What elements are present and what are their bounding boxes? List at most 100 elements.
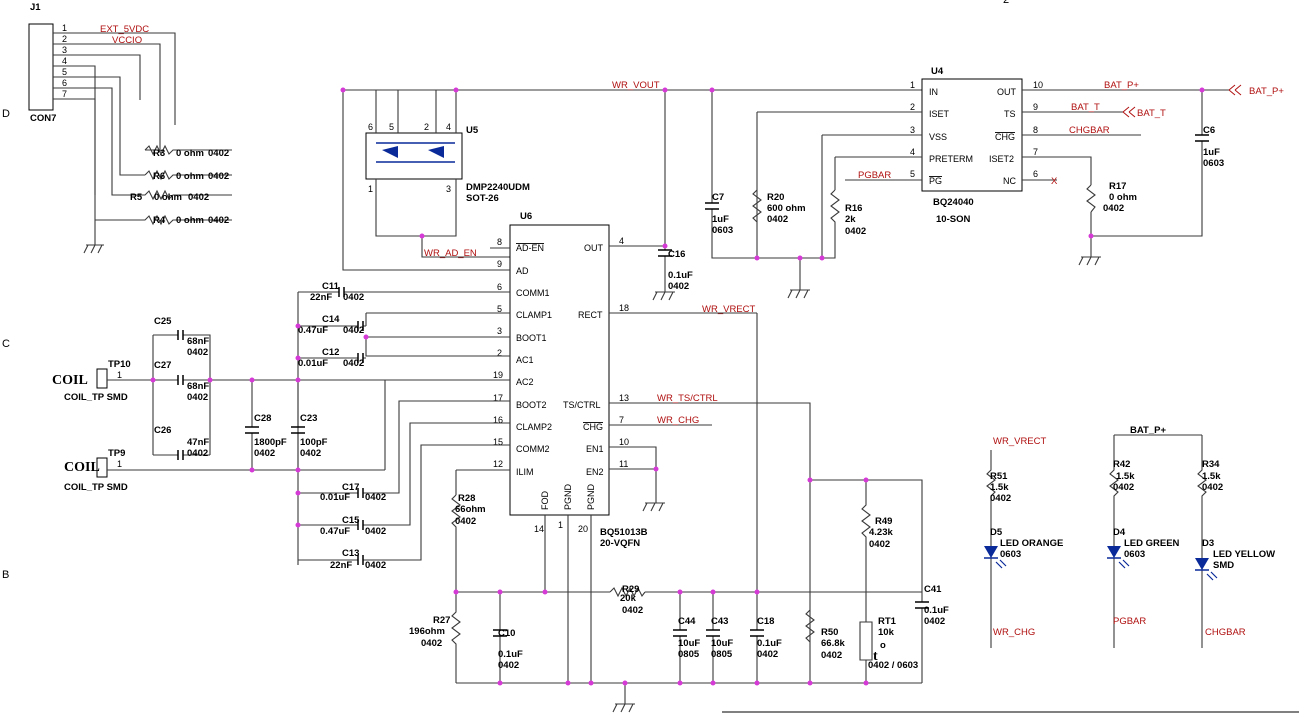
net-bat-p-port: BAT_P+ (1249, 86, 1284, 97)
net-vccio: VCCIO (112, 35, 142, 46)
svg-text:R51: R51 (990, 471, 1008, 482)
ts-network: R49 4.23k 0402 R50 66.8k 0402 RT1 10k 04… (805, 479, 949, 683)
svg-text:0402: 0402 (343, 325, 364, 336)
svg-text:CHG: CHG (995, 132, 1015, 142)
svg-text:22nF: 22nF (330, 560, 352, 571)
svg-text:3: 3 (497, 326, 502, 336)
svg-text:R5: R5 (130, 192, 143, 203)
u4-part: BQ24040 (933, 197, 974, 208)
svg-text:BOOT1: BOOT1 (516, 333, 547, 343)
tp9-coil-label: COIL (64, 460, 100, 475)
svg-text:EN1: EN1 (586, 444, 604, 454)
svg-text:9: 9 (1033, 102, 1038, 112)
border-top-2: 2 (1003, 0, 1009, 6)
junction-dots (150, 87, 1205, 686)
svg-text:0402: 0402 (1103, 203, 1124, 214)
svg-text:6: 6 (368, 122, 373, 132)
svg-text:o: o (880, 640, 886, 651)
svg-text:C15: C15 (342, 515, 360, 526)
svg-text:0402: 0402 (1113, 482, 1134, 493)
svg-text:TS/CTRL: TS/CTRL (563, 400, 601, 410)
svg-text:R16: R16 (845, 203, 862, 214)
svg-text:0.47uF: 0.47uF (298, 325, 328, 336)
svg-text:0.1uF: 0.1uF (498, 649, 523, 660)
u5-ref: U5 (466, 125, 479, 136)
mosfet-u5: 6 5 2 4 1 3 U5 DMP2240UDM SOT-26 (365, 89, 530, 237)
svg-text:C23: C23 (300, 413, 317, 424)
svg-text:RECT: RECT (578, 310, 603, 320)
svg-text:11: 11 (619, 459, 628, 469)
svg-text:TP10: TP10 (108, 359, 131, 370)
border-letter-c: C (2, 338, 10, 350)
svg-text:CLAMP2: CLAMP2 (516, 422, 552, 432)
svg-text:5: 5 (497, 304, 502, 314)
svg-text:TS: TS (1004, 109, 1016, 119)
svg-text:C13: C13 (342, 548, 359, 559)
svg-text:1: 1 (368, 184, 373, 194)
svg-text:TP9: TP9 (108, 448, 125, 459)
svg-text:C44: C44 (678, 616, 696, 627)
svg-text:0402: 0402 (343, 292, 364, 303)
svg-text:19: 19 (493, 370, 503, 380)
svg-text:R34: R34 (1202, 459, 1220, 470)
svg-text:0603: 0603 (1124, 549, 1145, 560)
svg-text:R4: R4 (153, 215, 166, 226)
svg-text:C10: C10 (498, 628, 515, 639)
net-wr-vrect-u6: WR_VRECT (702, 304, 756, 315)
border-letter-b: B (2, 569, 9, 581)
svg-text:0.1uF: 0.1uF (757, 638, 782, 649)
svg-text:AC1: AC1 (516, 355, 534, 365)
svg-text:R28: R28 (458, 493, 475, 504)
svg-text:0402: 0402 (208, 215, 229, 226)
svg-text:R27: R27 (433, 615, 450, 626)
u6-part: BQ51013B (600, 527, 648, 538)
svg-text:PRETERM: PRETERM (929, 154, 973, 164)
svg-text:0402: 0402 (845, 226, 866, 237)
svg-text:4: 4 (619, 236, 624, 246)
svg-text:t: t (873, 649, 878, 664)
svg-text:C18: C18 (757, 616, 774, 627)
svg-text:D3: D3 (1202, 538, 1214, 549)
connector-j1: J1 CON7 1 2 3 4 5 6 7 EXT_5VDC VCCIO (28, 2, 176, 245)
svg-text:0402: 0402 (924, 616, 945, 627)
svg-text:68nF: 68nF (187, 336, 209, 347)
svg-text:4: 4 (446, 122, 451, 132)
svg-text:3: 3 (910, 125, 915, 135)
svg-text:13: 13 (619, 393, 629, 403)
svg-text:2: 2 (910, 102, 915, 112)
svg-text:3: 3 (62, 45, 67, 55)
net-pgbar-u4: PGBAR (858, 170, 891, 181)
svg-text:20: 20 (578, 524, 588, 534)
net-wr-chg-u6: WR_CHG (657, 415, 699, 426)
j1-part: CON7 (30, 113, 56, 124)
svg-text:3: 3 (446, 184, 451, 194)
svg-text:0402: 0402 (254, 448, 275, 459)
svg-text:6: 6 (497, 282, 502, 292)
svg-text:15: 15 (493, 437, 503, 447)
svg-text:R42: R42 (1113, 459, 1130, 470)
net-wr-chg-led: WR_CHG (993, 627, 1035, 638)
svg-text:VSS: VSS (929, 132, 947, 142)
svg-text:14: 14 (534, 524, 544, 534)
net-bat-t-port: BAT_T (1137, 108, 1166, 119)
svg-text:1uF: 1uF (1203, 147, 1220, 158)
u6-ref: U6 (520, 211, 532, 222)
cap-c16: C16 0.1uF 0402 (652, 90, 693, 301)
svg-text:10: 10 (619, 437, 629, 447)
svg-text:BOOT2: BOOT2 (516, 400, 547, 410)
net-ext5vdc: EXT_5VDC (100, 24, 149, 35)
svg-text:AC2: AC2 (516, 377, 534, 387)
net-wr-vrect-led: WR_VRECT (993, 436, 1047, 447)
svg-text:R20: R20 (767, 192, 784, 203)
nc-mark: X (1051, 176, 1058, 187)
svg-text:0402: 0402 (365, 492, 386, 503)
svg-text:0402: 0402 (187, 448, 208, 459)
u6-pkg: 20-VQFN (600, 538, 640, 549)
svg-text:CHG: CHG (583, 422, 603, 432)
svg-text:ISET2: ISET2 (989, 154, 1014, 164)
svg-text:0 ohm: 0 ohm (176, 171, 204, 182)
net-wr-vout: WR_VOUT (612, 80, 660, 91)
svg-text:CLAMP1: CLAMP1 (516, 310, 552, 320)
svg-text:0402: 0402 (668, 281, 689, 292)
svg-text:18: 18 (619, 303, 629, 313)
